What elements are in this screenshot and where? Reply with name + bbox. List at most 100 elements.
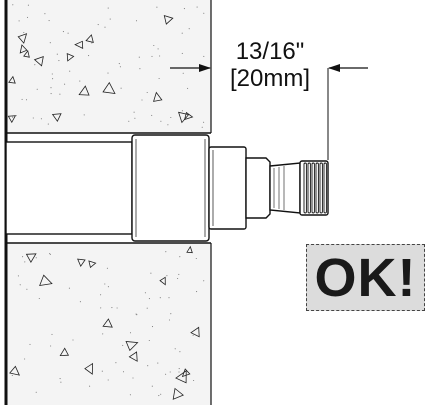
aggregate-speck bbox=[48, 20, 50, 22]
aggregate-speck bbox=[29, 343, 31, 345]
aggregate-speck bbox=[135, 313, 137, 315]
aggregate-speck bbox=[50, 93, 52, 95]
aggregate-stone bbox=[66, 52, 75, 62]
aggregate-speck bbox=[135, 20, 138, 22]
aggregate-stone bbox=[172, 387, 184, 400]
aggregate-speck bbox=[148, 298, 150, 300]
thread-ridge bbox=[315, 162, 319, 214]
aggregate-stone bbox=[25, 253, 37, 264]
aggregate-speck bbox=[44, 13, 46, 15]
aggregate-speck bbox=[35, 391, 37, 393]
aggregate-speck bbox=[182, 72, 184, 74]
aggregate-speck bbox=[165, 373, 167, 375]
aggregate-speck bbox=[160, 120, 162, 122]
aggregate-speck bbox=[170, 313, 172, 315]
aggregate-speck bbox=[83, 114, 85, 116]
aggregate-speck bbox=[158, 77, 160, 80]
aggregate-speck bbox=[18, 20, 20, 22]
aggregate-speck bbox=[147, 365, 149, 367]
aggregate-speck bbox=[116, 307, 118, 309]
aggregate-speck bbox=[104, 26, 106, 28]
aggregate-speck bbox=[132, 377, 134, 379]
aggregate-speck bbox=[156, 6, 158, 8]
aggregate-speck bbox=[79, 301, 81, 303]
aggregate-speck bbox=[167, 124, 169, 126]
aggregate-stone bbox=[59, 347, 70, 357]
aggregate-speck bbox=[160, 393, 162, 395]
aggregate-speck bbox=[119, 66, 121, 68]
aggregate-speck bbox=[102, 333, 104, 335]
aggregate-speck bbox=[50, 87, 52, 89]
aggregate-speck bbox=[22, 256, 24, 258]
aggregate-speck bbox=[170, 116, 172, 119]
dimension-fraction-label: 13/16" bbox=[235, 38, 305, 65]
pipe-body bbox=[5, 141, 133, 235]
aggregate-speck bbox=[177, 277, 179, 280]
aggregate-stone bbox=[102, 81, 116, 94]
aggregate-speck bbox=[139, 68, 141, 70]
aggregate-stone bbox=[33, 55, 44, 67]
aggregate-speck bbox=[203, 280, 205, 282]
pipe-reducer bbox=[208, 146, 247, 230]
aggregate-speck bbox=[11, 374, 13, 376]
aggregate-speck bbox=[187, 87, 189, 89]
thread-ridge bbox=[319, 162, 323, 214]
aggregate-speck bbox=[40, 118, 42, 120]
aggregate-speck bbox=[51, 333, 53, 335]
aggregate-speck bbox=[157, 362, 159, 364]
aggregate-stone bbox=[190, 326, 200, 338]
aggregate-speck bbox=[60, 381, 62, 383]
aggregate-speck bbox=[109, 18, 111, 20]
aggregate-speck bbox=[111, 307, 113, 309]
aggregate-speck bbox=[89, 385, 91, 387]
aggregate-speck bbox=[128, 120, 130, 122]
aggregate-speck bbox=[181, 110, 183, 112]
aggregate-speck bbox=[58, 60, 60, 62]
aggregate-speck bbox=[62, 31, 64, 33]
concrete-wall bbox=[4, 0, 212, 405]
aggregate-speck bbox=[151, 326, 154, 328]
aggregate-speck bbox=[146, 307, 148, 309]
dimension-metric-label: [20mm] bbox=[229, 65, 310, 92]
aggregate-speck bbox=[91, 42, 93, 44]
aggregate-speck bbox=[64, 83, 66, 85]
aggregate-speck bbox=[203, 12, 205, 14]
aggregate-speck bbox=[24, 261, 26, 263]
aggregate-speck bbox=[195, 257, 197, 260]
aggregate-speck bbox=[203, 55, 205, 57]
aggregate-speck bbox=[146, 91, 148, 94]
aggregate-speck bbox=[151, 55, 153, 57]
aggregate-speck bbox=[192, 334, 194, 336]
aggregate-speck bbox=[15, 115, 17, 117]
aggregate-speck bbox=[159, 55, 161, 57]
aggregate-speck bbox=[107, 7, 109, 9]
aggregate-stone bbox=[153, 91, 163, 102]
aggregate-stone bbox=[17, 33, 28, 44]
aggregate-speck bbox=[35, 257, 37, 259]
thread-ridge bbox=[323, 162, 327, 214]
aggregate-speck bbox=[17, 275, 19, 277]
aggregate-speck bbox=[100, 294, 102, 296]
aggregate-speck bbox=[193, 379, 195, 382]
aggregate-stone bbox=[175, 370, 187, 384]
aggregate-speck bbox=[158, 395, 160, 397]
aggregate-speck bbox=[151, 385, 153, 387]
aggregate-stone bbox=[78, 85, 90, 96]
aggregate-speck bbox=[104, 283, 106, 285]
aggregate-speck bbox=[67, 32, 69, 34]
aggregate-stone bbox=[125, 341, 139, 352]
aggregate-speck bbox=[179, 256, 181, 258]
aggregate-speck bbox=[151, 114, 153, 116]
aggregate-speck bbox=[49, 252, 51, 255]
aggregate-stone bbox=[181, 368, 191, 378]
aggregate-speck bbox=[181, 32, 183, 34]
wall-lower-section bbox=[6, 243, 211, 405]
aggregate-speck bbox=[32, 117, 34, 119]
aggregate-stone bbox=[88, 260, 97, 269]
aggregate-stone bbox=[128, 351, 138, 362]
aggregate-speck bbox=[141, 99, 143, 101]
aggregate-speck bbox=[178, 368, 180, 370]
aggregate-speck bbox=[129, 394, 131, 396]
aggregate-speck bbox=[59, 378, 61, 380]
aggregate-speck bbox=[107, 286, 109, 288]
